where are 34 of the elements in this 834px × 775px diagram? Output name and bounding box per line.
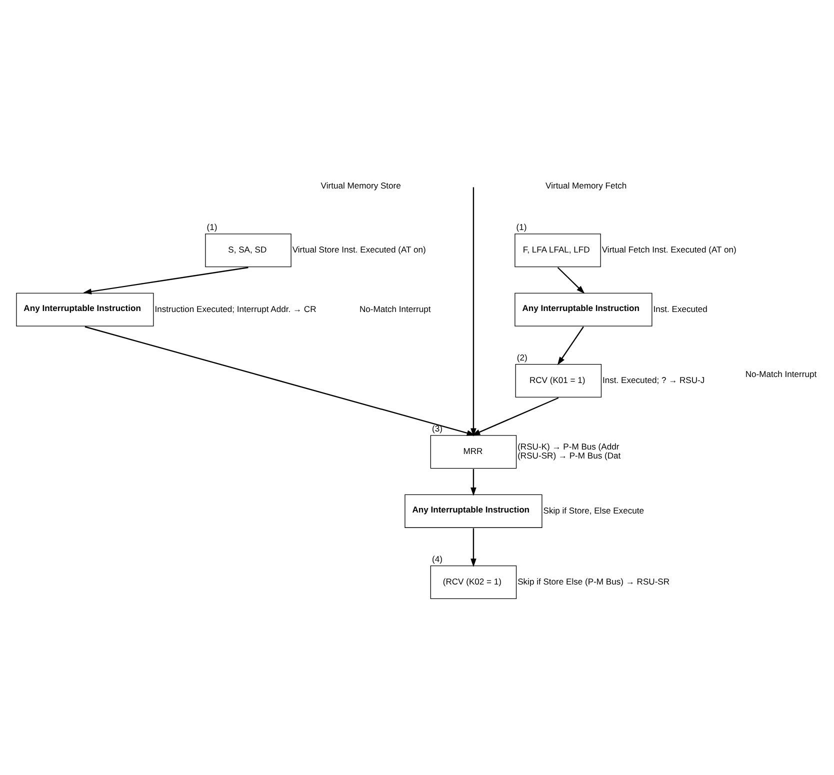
- node-box: Any Interruptable Instruction: [404, 494, 542, 528]
- arrow: [466, 186, 481, 436]
- node-box: Any Interruptable Instruction: [514, 292, 652, 326]
- node-box: S, SA, SD: [205, 233, 292, 267]
- arrow: [470, 396, 559, 436]
- node-box: MRR: [430, 434, 517, 468]
- node-box: RCV (K01 = 1): [515, 363, 602, 398]
- node-label: Inst. Executed; ? → RSU-J: [602, 374, 705, 384]
- arrow: [470, 468, 476, 496]
- arrow: [557, 266, 585, 294]
- node-label: (2): [516, 352, 528, 362]
- node-label: (1): [206, 222, 218, 232]
- label: No-Match Interrupt: [745, 368, 817, 379]
- label: Virtual Memory Fetch: [546, 180, 627, 190]
- arrow: [470, 528, 476, 566]
- node-label: (1): [516, 222, 527, 232]
- node-label: Virtual Fetch Inst. Executed (AT on): [602, 244, 736, 254]
- label: Virtual Memory Store: [320, 180, 401, 190]
- node-label: (4): [432, 554, 442, 564]
- node-label: Skip if Store Else (P-M Bus) → RSU-SR: [518, 576, 670, 586]
- node-label: Virtual Store Inst. Executed (AT on): [292, 244, 426, 254]
- arrow: [83, 266, 248, 294]
- node-label: Skip if Store, Else Execute: [543, 504, 644, 515]
- arrow: [84, 326, 476, 436]
- node-label: (3): [432, 423, 442, 434]
- node-label: Instruction Executed; Interrupt Addr. → CR: [154, 303, 316, 314]
- label: No-Match Interrupt: [359, 303, 431, 314]
- arrow: [557, 326, 584, 365]
- node-box: Any Interruptable Instruction: [16, 292, 154, 326]
- node-box: F, LFA LFAL, LFD: [514, 233, 601, 267]
- node-label: Inst. Executed: [653, 303, 708, 314]
- node-label: (RSU-SR) → P-M Bus (Dat: [518, 450, 621, 460]
- node-label: (RSU-K) → P-M Bus (Addr: [518, 441, 620, 452]
- node-box: (RCV (K02 = 1): [430, 564, 517, 599]
